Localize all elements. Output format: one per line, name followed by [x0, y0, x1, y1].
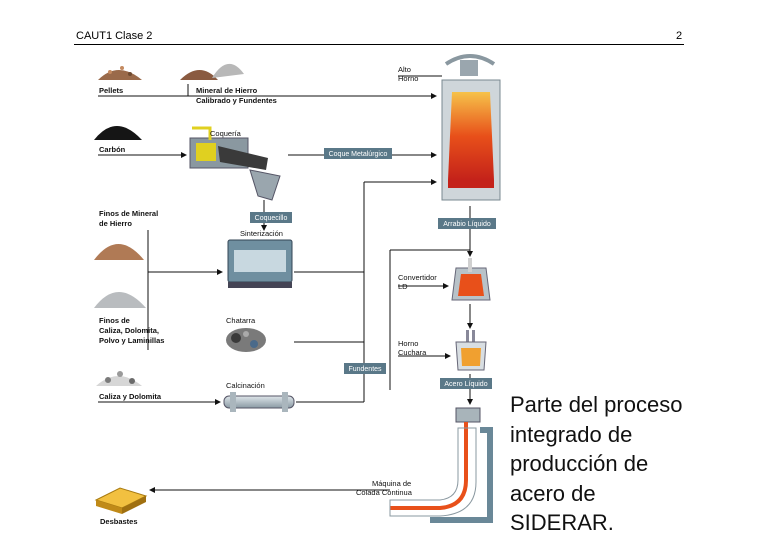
- header-rule: [74, 44, 684, 45]
- slabs-icon: [94, 487, 148, 514]
- caption-line: integrado de: [510, 421, 633, 447]
- tag-coque-metalurgico: Coque Metalúrgico: [324, 148, 392, 159]
- ladle-furnace-icon: [455, 330, 487, 371]
- tag-coquecillo: Coquecillo: [250, 212, 292, 223]
- sinter-plant-icon: [227, 239, 293, 288]
- course-title: CAUT1 Clase 2: [76, 30, 153, 42]
- svg-text:Acero Líquido: Acero Líquido: [444, 381, 487, 388]
- svg-text:Fundentes: Fundentes: [348, 366, 382, 373]
- label-carbon: Carbón: [99, 145, 126, 154]
- label-finos-mineral-1: Finos de Mineral: [99, 209, 158, 218]
- tag-acero-liquido: Acero Líquido: [440, 378, 492, 389]
- pellets-pile-icon: [98, 66, 142, 80]
- label-coqueria: Coquería: [210, 129, 242, 138]
- label-finos-de-3: Polvo y Laminillas: [99, 336, 164, 345]
- tag-fundentes: Fundentes: [344, 363, 386, 374]
- caption-line: producción de: [510, 451, 649, 476]
- label-pellets: Pellets: [99, 86, 123, 95]
- label-finos-mineral-2: de Hierro: [99, 219, 132, 228]
- svg-text:Coquecillo: Coquecillo: [255, 215, 288, 222]
- label-calcinacion: Calcinación: [226, 381, 265, 390]
- continuous-caster-icon: [389, 407, 493, 523]
- label-horno-cuchara-2: Cuchara: [398, 348, 427, 357]
- iron-ore-pile-icon: [180, 63, 244, 80]
- coke-oven-icon: [189, 126, 281, 201]
- caption-line: Parte del proceso: [510, 392, 683, 417]
- limestone-fines-pile-icon: [94, 292, 146, 308]
- label-desbastes: Desbastes: [100, 517, 138, 526]
- label-mineral-2: Calibrado y Fundentes: [196, 96, 277, 105]
- calcination-kiln-icon: [223, 392, 295, 412]
- tag-arrabio-liquido: Arrabio Líquido: [438, 218, 496, 229]
- label-mineral-1: Mineral de Hierro: [196, 86, 258, 95]
- scrap-icon: [226, 328, 266, 352]
- coal-pile-icon: [94, 126, 142, 140]
- limestone-rocks-icon: [96, 371, 142, 386]
- svg-text:Coque Metalúrgico: Coque Metalúrgico: [329, 151, 388, 158]
- label-maquina-2: Colada Continua: [356, 488, 413, 497]
- label-caliza-dolomita: Caliza y Dolomita: [99, 392, 162, 401]
- label-chatarra: Chatarra: [226, 316, 256, 325]
- svg-text:Arrabio Líquido: Arrabio Líquido: [443, 221, 491, 228]
- label-convertidor-1: Convertidor: [398, 273, 437, 282]
- label-alto-horno-2: Horno: [398, 74, 418, 83]
- caption-line: SIDERAR.: [510, 510, 614, 535]
- label-finos-de-2: Caliza, Dolomita,: [99, 326, 159, 335]
- ore-fines-pile-icon: [94, 244, 144, 260]
- page-number: 2: [676, 30, 683, 42]
- caption: Parte del proceso integrado de producció…: [510, 390, 682, 538]
- caption-line: acero de: [510, 480, 596, 506]
- label-sinterizacion: Sinterización: [240, 229, 283, 238]
- label-convertidor-2: LD: [398, 282, 408, 291]
- label-finos-de-1: Finos de: [99, 316, 130, 325]
- blast-furnace-icon: [441, 54, 501, 201]
- label-maquina-1: Máquina de: [372, 479, 411, 488]
- ld-converter-icon: [451, 258, 491, 301]
- label-alto-horno-1: Alto: [398, 65, 411, 74]
- label-horno-cuchara-1: Horno: [398, 339, 418, 348]
